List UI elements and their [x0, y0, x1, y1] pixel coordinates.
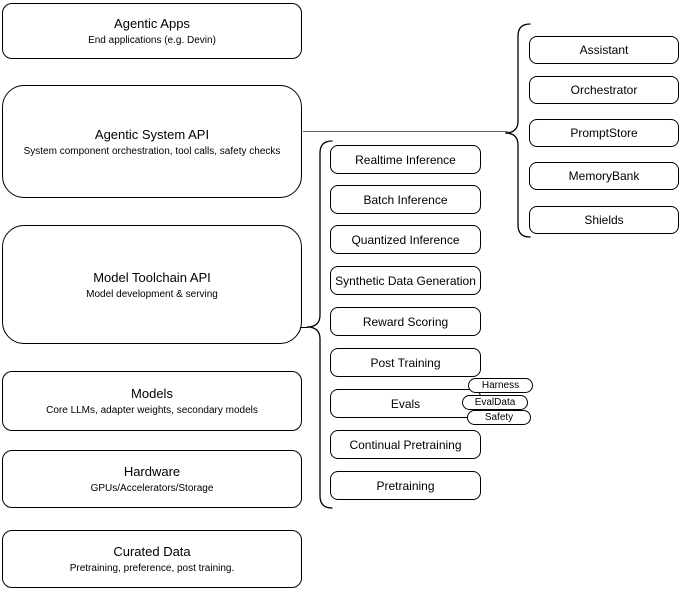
toolchain-item-label: Synthetic Data Generation	[335, 273, 476, 288]
toolchain-item-post-training: Post Training	[330, 348, 481, 377]
system-component-shields: Shields	[529, 206, 679, 234]
system-components-group-brace	[504, 23, 531, 238]
node-subtitle: GPUs/Accelerators/Storage	[90, 483, 214, 494]
eval-tag-safety: Safety	[467, 410, 531, 425]
toolchain-item-label: Quantized Inference	[351, 232, 460, 247]
eval-tag-label: Harness	[481, 380, 520, 391]
toolchain-item-realtime-inference: Realtime Inference	[330, 145, 481, 174]
system-component-assistant: Assistant	[529, 36, 679, 64]
eval-tag-evaldata: EvalData	[462, 395, 528, 410]
toolchain-item-label: Continual Pretraining	[349, 437, 462, 452]
node-title: Models	[131, 386, 173, 401]
node-subtitle: Pretraining, preference, post training.	[69, 563, 235, 574]
toolchain-item-pretraining: Pretraining	[330, 471, 481, 500]
eval-tag-label: EvalData	[474, 397, 516, 408]
toolchain-item-label: Reward Scoring	[362, 314, 449, 329]
node-subtitle: System component orchestration, tool cal…	[23, 145, 281, 157]
node-title: Curated Data	[113, 544, 191, 559]
toolchain-item-label: Evals	[390, 396, 421, 411]
node-subtitle: End applications (e.g. Devin)	[88, 35, 216, 46]
toolchain-group-brace	[306, 140, 333, 509]
system-component-label: MemoryBank	[568, 169, 640, 183]
connector-system-api-to-components	[303, 131, 508, 132]
node-agentic-system-api: Agentic System API System component orch…	[2, 85, 302, 198]
system-component-label: Shields	[584, 213, 624, 227]
toolchain-item-synthetic-data-generation: Synthetic Data Generation	[330, 266, 481, 295]
system-component-label: Assistant	[579, 43, 629, 57]
node-subtitle: Core LLMs, adapter weights, secondary mo…	[46, 405, 258, 416]
toolchain-item-label: Realtime Inference	[355, 152, 456, 167]
toolchain-item-label: Post Training	[370, 355, 441, 370]
node-subtitle: Model development & serving	[86, 288, 218, 300]
toolchain-item-label: Batch Inference	[363, 192, 448, 207]
toolchain-item-reward-scoring: Reward Scoring	[330, 307, 481, 336]
node-hardware: Hardware GPUs/Accelerators/Storage	[2, 450, 302, 508]
node-title: Agentic Apps	[114, 16, 190, 31]
node-title: Agentic System API	[94, 126, 210, 142]
connector-toolchain-api-to-toolchain	[300, 327, 308, 328]
system-component-promptstore: PromptStore	[529, 119, 679, 147]
node-title: Model Toolchain API	[93, 269, 211, 285]
eval-tag-label: Safety	[484, 412, 514, 423]
system-component-memorybank: MemoryBank	[529, 162, 679, 190]
eval-tag-harness: Harness	[468, 378, 533, 393]
node-model-toolchain-api: Model Toolchain API Model development & …	[2, 225, 302, 344]
toolchain-item-evals: Evals	[330, 389, 481, 418]
toolchain-item-continual-pretraining: Continual Pretraining	[330, 430, 481, 459]
system-component-orchestrator: Orchestrator	[529, 76, 679, 104]
system-component-label: Orchestrator	[570, 83, 638, 97]
node-models: Models Core LLMs, adapter weights, secon…	[2, 371, 302, 431]
toolchain-item-label: Pretraining	[376, 478, 435, 493]
toolchain-item-batch-inference: Batch Inference	[330, 185, 481, 214]
system-component-label: PromptStore	[570, 126, 638, 140]
node-curated-data: Curated Data Pretraining, preference, po…	[2, 530, 302, 588]
node-agentic-apps: Agentic Apps End applications (e.g. Devi…	[2, 3, 302, 59]
toolchain-item-quantized-inference: Quantized Inference	[330, 225, 481, 254]
node-title: Hardware	[123, 464, 181, 479]
